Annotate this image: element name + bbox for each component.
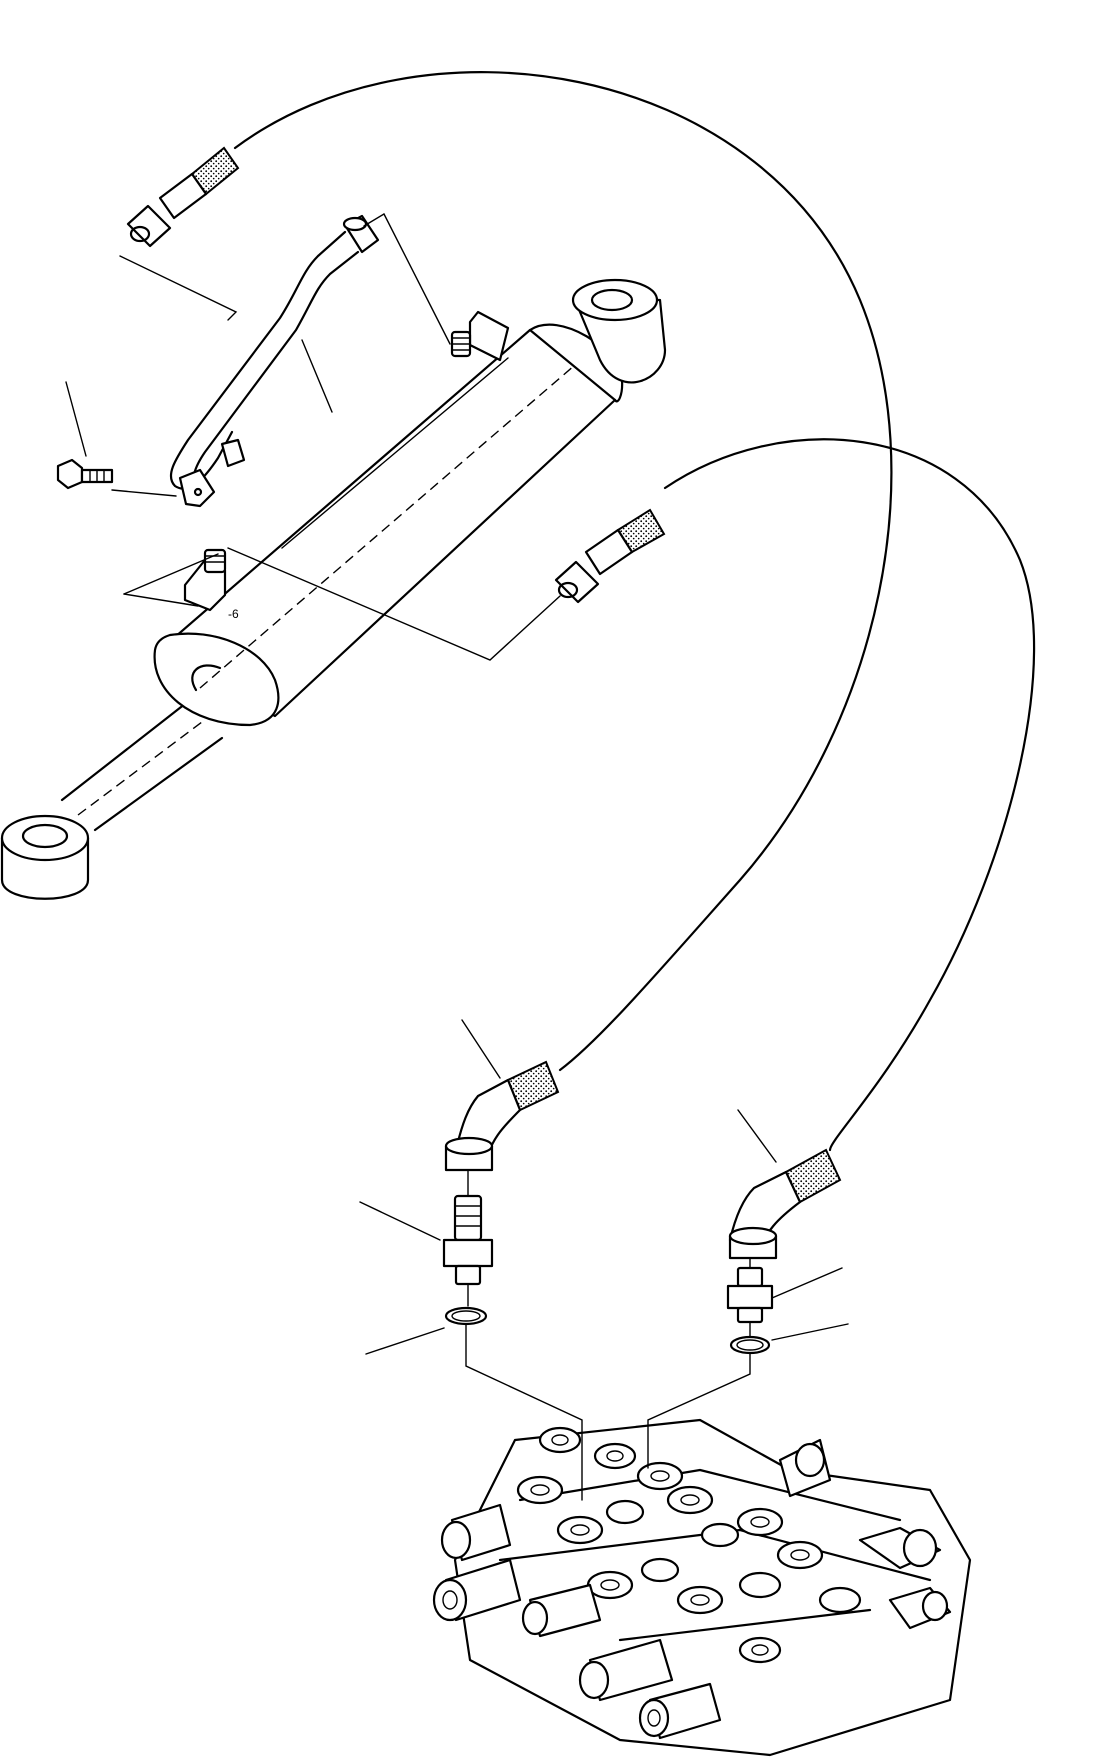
hose-assembly-upper — [126, 71, 893, 1172]
valve-ports — [516, 1426, 862, 1664]
rigid-tube — [169, 214, 380, 508]
hose-assembly-lower — [554, 438, 1036, 1260]
hydraulic-cylinder: -6 — [0, 278, 667, 900]
rod-end-eye — [0, 814, 90, 900]
control-valve — [432, 1418, 972, 1757]
adapter-left — [442, 1194, 494, 1286]
piston-rod — [60, 698, 224, 832]
clamp-bolt — [56, 458, 114, 490]
hose-upper-bottom-end — [444, 1060, 560, 1172]
upper-port-fitting — [450, 310, 510, 362]
cylinder-clevis — [571, 278, 667, 384]
tube-clamp — [178, 438, 246, 508]
o-ring-left — [444, 1306, 488, 1326]
valve-spool-ends — [432, 1503, 722, 1740]
hose-upper-top-end — [126, 146, 240, 248]
small-mark-label: -6 — [228, 607, 239, 621]
adapter-right — [726, 1266, 774, 1324]
hose-lower-bottom-end — [728, 1148, 842, 1260]
leader-lines — [65, 213, 849, 1501]
cylinder-barrel — [153, 323, 624, 727]
valve-right-spools — [778, 1438, 952, 1630]
hose-lower-top-end — [554, 508, 666, 604]
o-ring-right — [729, 1335, 771, 1355]
